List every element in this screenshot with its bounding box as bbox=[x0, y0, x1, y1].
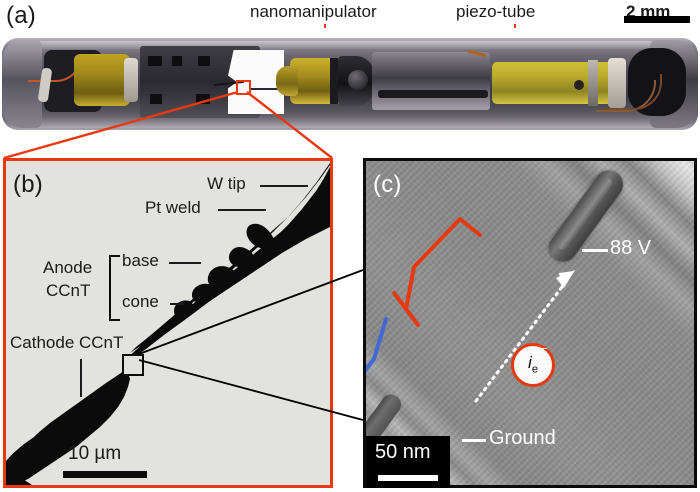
panel-a-photograph bbox=[0, 28, 700, 140]
leader-w-tip bbox=[260, 185, 308, 187]
chassis-hole-1 bbox=[148, 56, 162, 66]
label-pt-weld: Pt weld bbox=[145, 198, 201, 217]
leader-cone bbox=[170, 303, 184, 305]
roi-box-photo bbox=[236, 80, 251, 95]
piezo-solder-dot bbox=[574, 80, 584, 90]
chassis-hole-2 bbox=[172, 56, 182, 66]
label-electron: e− bbox=[533, 343, 548, 362]
leader-88v bbox=[582, 249, 608, 252]
chassis-hole-4 bbox=[150, 94, 162, 104]
label-cathode-ccnt: Cathode CCnT bbox=[10, 333, 124, 352]
shaft-dark-slot bbox=[378, 90, 488, 98]
label-piezo-tube: piezo-tube bbox=[456, 2, 536, 21]
brass-motor-left bbox=[74, 54, 130, 106]
scalebar-c-label: 50 nm bbox=[375, 441, 431, 463]
cathode-ccnt-shape bbox=[6, 371, 130, 485]
leader-pt-weld bbox=[218, 209, 266, 211]
scalebar-b bbox=[63, 471, 147, 478]
leader-ground bbox=[462, 439, 486, 442]
panel-c-tag: (c) bbox=[373, 171, 402, 198]
leader-cathode-ccnt bbox=[80, 359, 82, 397]
label-88v: 88 V bbox=[610, 237, 652, 259]
label-nanomanipulator: nanomanipulator bbox=[250, 2, 377, 21]
chassis-hole-3 bbox=[198, 56, 210, 66]
roi-box-panel-b bbox=[122, 354, 144, 376]
label-ground: Ground bbox=[489, 427, 556, 449]
probe-bottom-rail bbox=[18, 118, 682, 128]
label-anode: Anode bbox=[43, 258, 93, 277]
leader-base bbox=[169, 262, 201, 264]
label-w-tip: W tip bbox=[207, 174, 246, 193]
scalebar-b-label: 10 µm bbox=[68, 443, 122, 464]
nanomanipulator-nose bbox=[276, 66, 298, 96]
label-base: base bbox=[122, 251, 159, 270]
brass-motor-left-ring bbox=[124, 58, 138, 102]
label-anode-material: CCnT bbox=[46, 281, 91, 300]
scalebar-c bbox=[378, 475, 438, 481]
panel-a-tag: (a) bbox=[6, 2, 36, 29]
nanomanipulator-sphere bbox=[348, 70, 368, 90]
panel-b-tag: (b) bbox=[13, 171, 43, 198]
probe-top-rail bbox=[14, 41, 686, 49]
chassis-hole-5 bbox=[196, 94, 210, 104]
label-cone: cone bbox=[122, 292, 159, 311]
probe-head-photo bbox=[0, 28, 700, 140]
panel-c-sem-high-mag: ie e− 88 V Ground (c) bbox=[363, 158, 697, 488]
piezo-tube-clamp bbox=[588, 60, 598, 106]
shaft-mid bbox=[372, 52, 490, 110]
panel-b-sem-low-mag: (b) W tip Pt weld Anode CCnT base cone C… bbox=[3, 158, 333, 488]
scalebar-a bbox=[624, 16, 690, 23]
nanomanipulator-dark-ring bbox=[330, 58, 338, 104]
anode-bracket bbox=[109, 255, 120, 321]
tip-wire-right bbox=[250, 88, 294, 90]
